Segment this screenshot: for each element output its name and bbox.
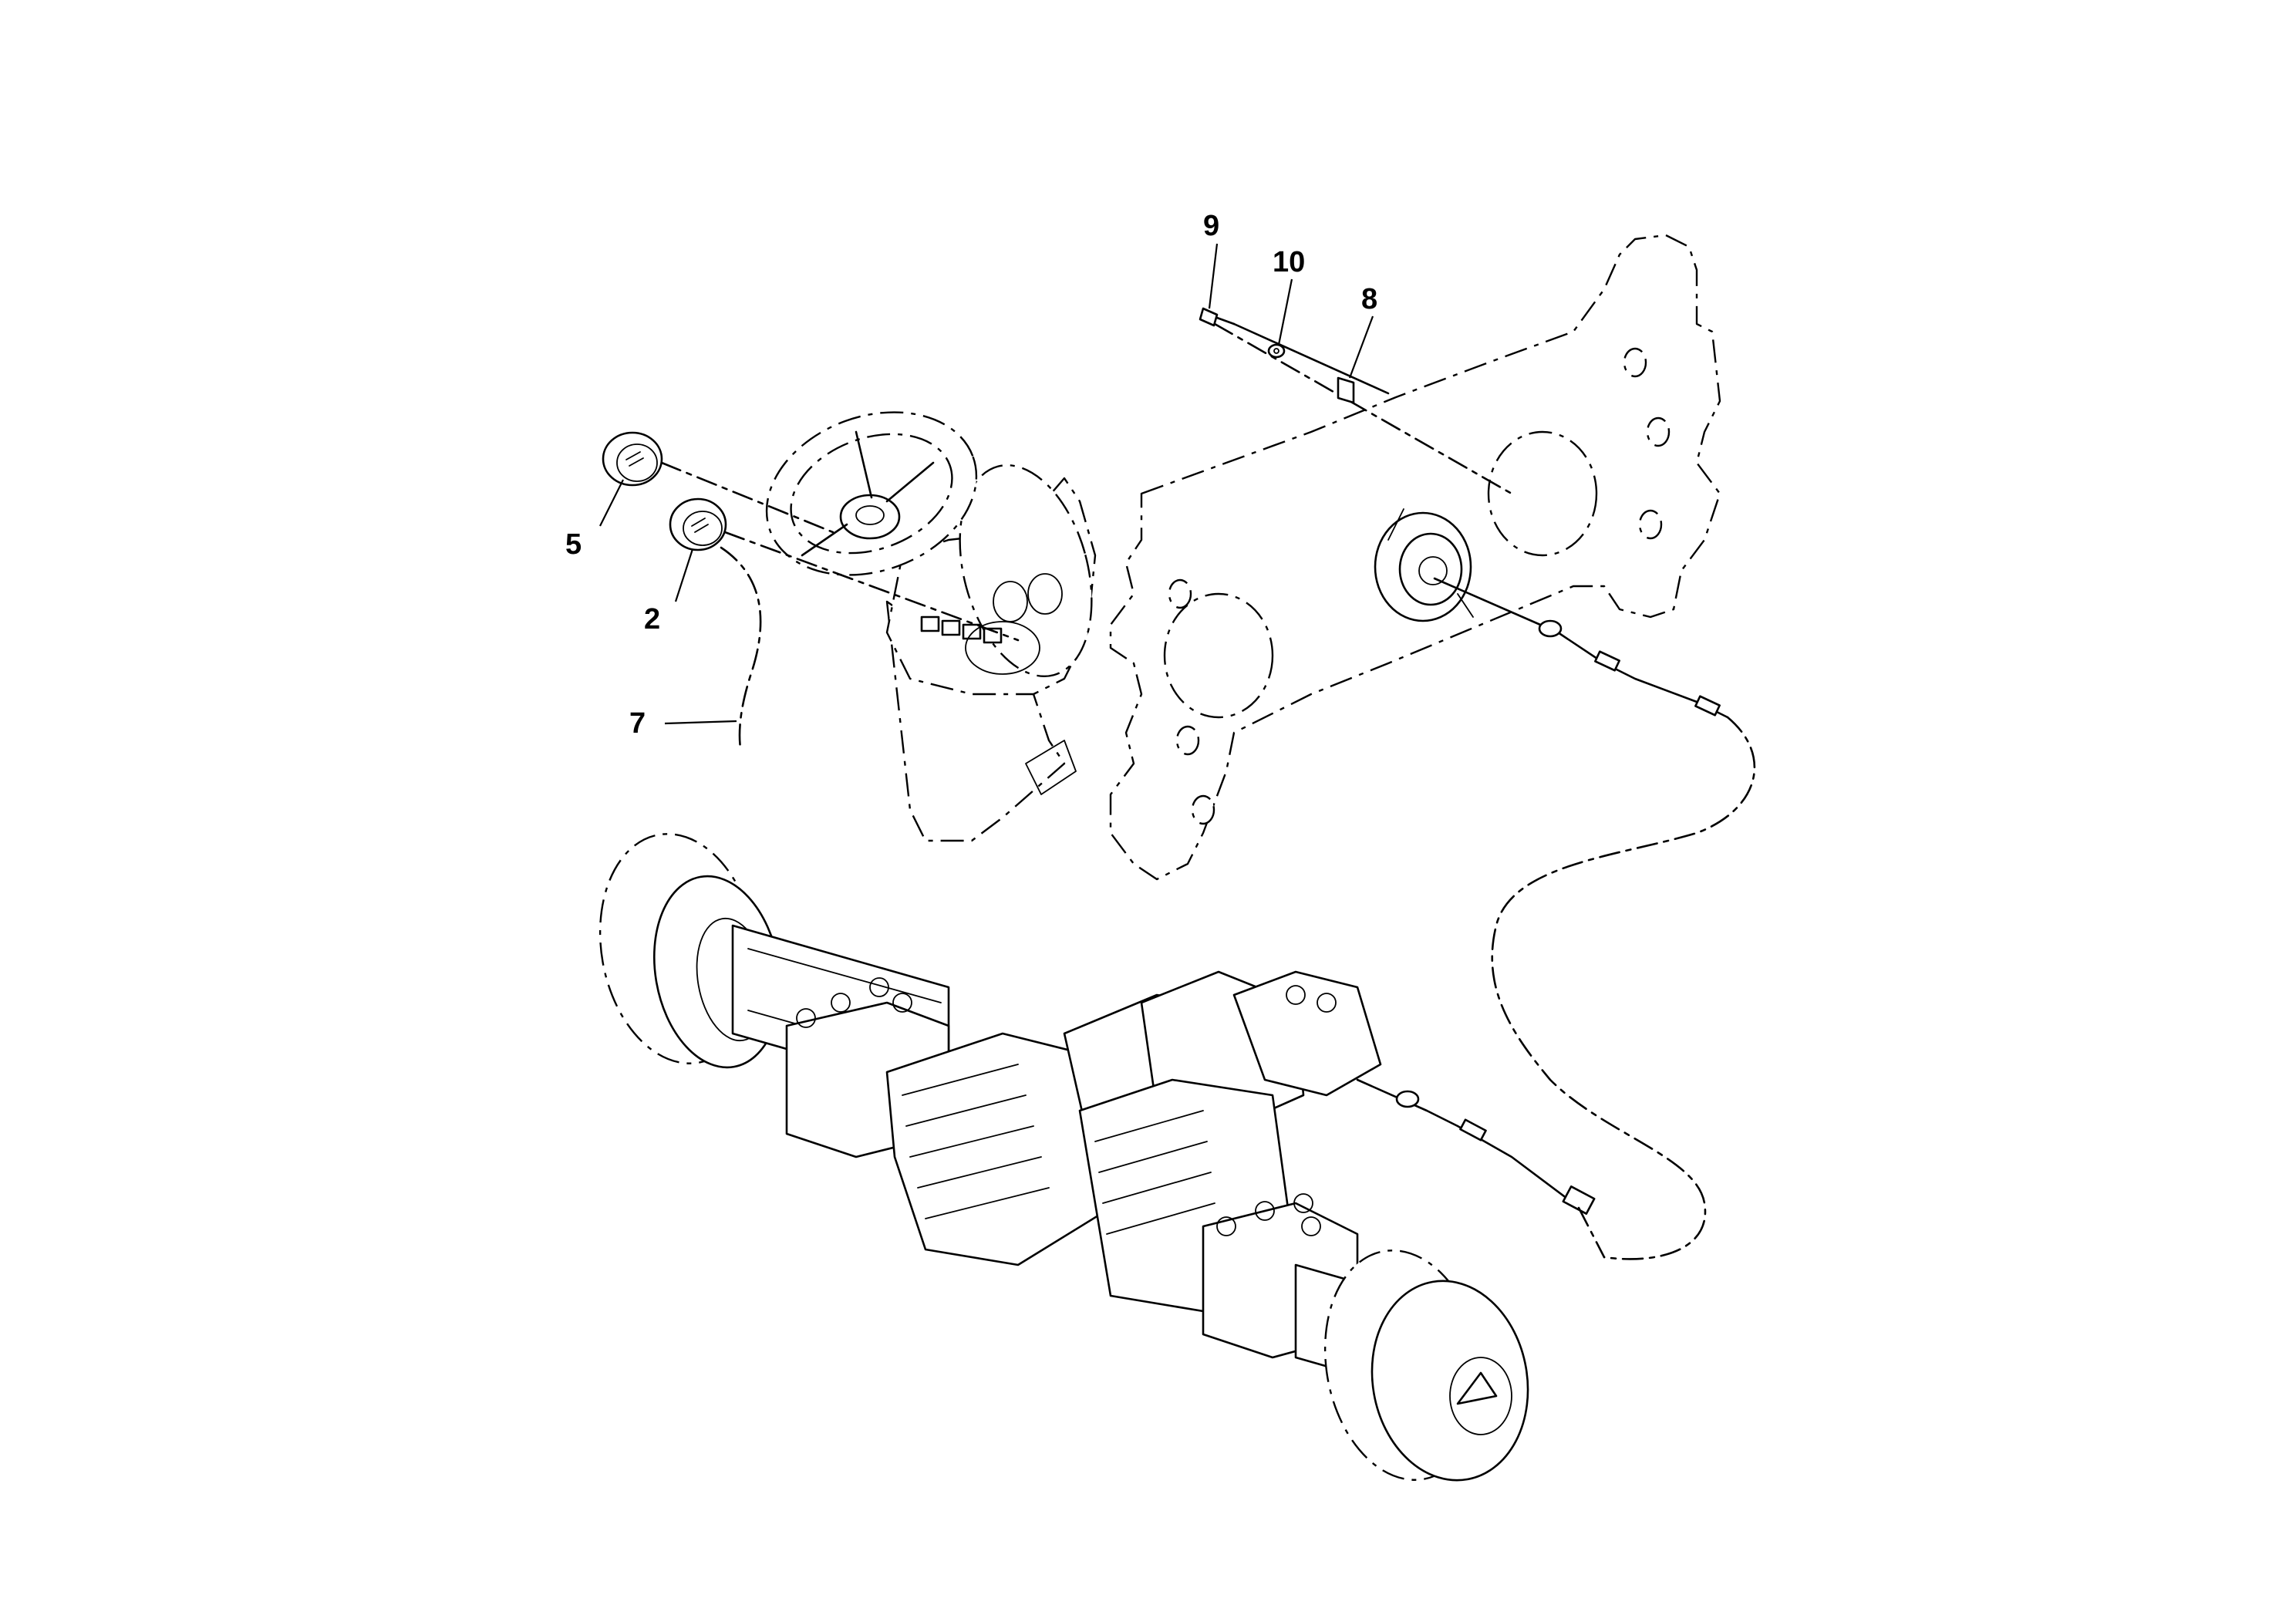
callout-5: 5 <box>565 528 582 561</box>
callout-leaders <box>599 243 1374 725</box>
mounting-plate <box>1109 234 1721 881</box>
knob-2 <box>669 497 727 551</box>
callout-7: 7 <box>629 707 646 740</box>
callout-9: 9 <box>1203 210 1219 242</box>
alignment-lines <box>660 322 1513 750</box>
callout-10: 10 <box>1273 246 1305 278</box>
steering-wheel-assembly <box>765 411 1097 842</box>
bracket-8 <box>1337 376 1355 404</box>
control-cable <box>1356 577 1756 1260</box>
hardware-axis-line <box>1232 322 1390 395</box>
bolt-9 <box>1199 307 1236 327</box>
drive-axle-assembly <box>598 833 1529 1482</box>
callout-2: 2 <box>644 603 660 636</box>
callout-labels: 9 10 8 5 2 7 <box>565 210 1377 740</box>
knob-5 <box>602 431 663 487</box>
washer-10 <box>1267 343 1286 359</box>
callout-8: 8 <box>1361 283 1377 315</box>
